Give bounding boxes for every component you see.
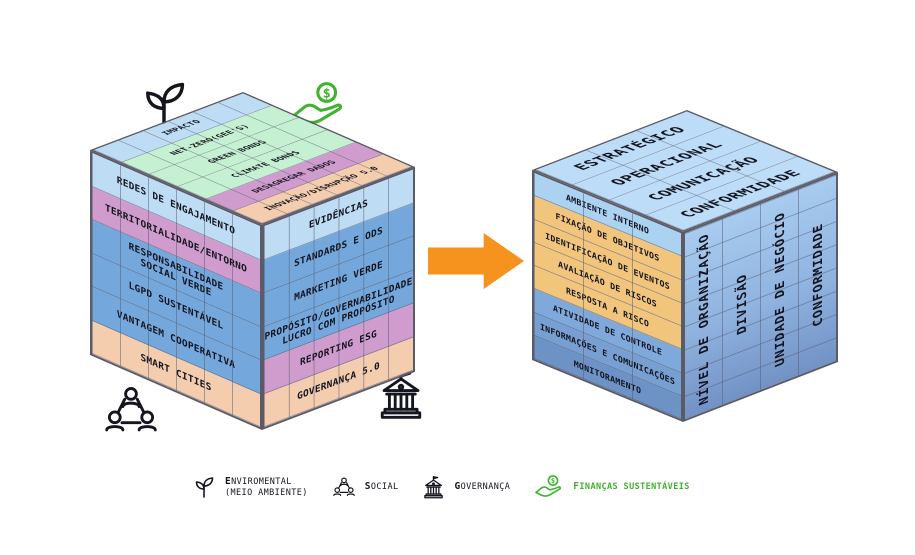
cube-column: DIVISÃO	[722, 204, 760, 405]
social-icon	[105, 387, 157, 432]
svg-text:$: $	[323, 86, 331, 101]
legend: ENVIROMENTAL (MEIO AMBIENTE) SOCIAL	[192, 474, 690, 500]
legend-label: ENVIROMENTAL (MEIO AMBIENTE)	[225, 475, 308, 498]
legend-item-social: SOCIAL	[332, 476, 399, 499]
legend-item-financas-sustentaveis: $ FINANÇAS SUSTENTÁVEIS	[534, 474, 689, 500]
legend-item-environmental: ENVIROMENTAL (MEIO AMBIENTE)	[192, 475, 308, 499]
social-icon	[333, 477, 355, 496]
hand-coin-icon: $	[535, 475, 562, 497]
cube-column-label: UNIDADE DE NEGÓCIO	[772, 209, 787, 370]
legend-label: FINANÇAS SUSTENTÁVEIS	[573, 481, 690, 492]
svg-text:$: $	[551, 477, 555, 485]
cube-column-label: CONFORMIDADE	[810, 220, 825, 329]
legend-label: SOCIAL	[364, 481, 399, 492]
legend-item-governanca: GOVERNANÇA	[422, 475, 510, 500]
cube-column: NÍVEL DE ORGANIZAÇÃO	[685, 219, 722, 419]
bank-icon	[424, 475, 444, 498]
cube-column-label: NÍVEL DE ORGANIZAÇÃO	[696, 230, 711, 408]
plant-icon	[195, 477, 214, 498]
legend-label: GOVERNANÇA	[454, 481, 511, 492]
arrow-right-icon	[428, 233, 524, 289]
cube-column: CONFORMIDADE	[798, 174, 836, 376]
cube-column-label: DIVISÃO	[734, 271, 749, 338]
cube-column: UNIDADE DE NEGÓCIO	[760, 189, 798, 391]
